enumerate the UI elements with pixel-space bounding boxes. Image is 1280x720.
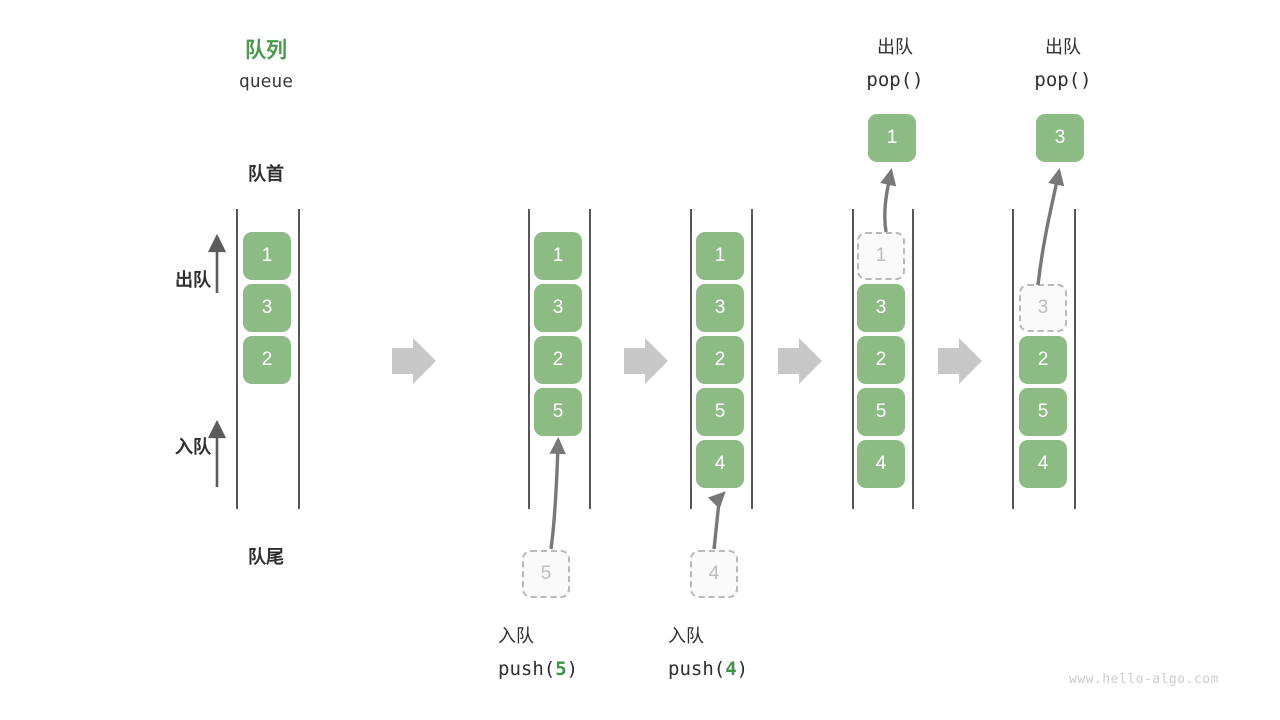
queue-cell: 5 xyxy=(857,388,905,436)
incoming-ghost-cell: 5 xyxy=(522,550,570,598)
stage-2-caption-cn: 入队 xyxy=(498,626,534,646)
push-call-post: ) xyxy=(736,658,749,680)
queue-cell: 2 xyxy=(696,336,744,384)
queue-cell: 5 xyxy=(696,388,744,436)
stage-5-caption-cn: 出队 xyxy=(1045,37,1081,57)
stage-3-caption-mono: push(4) xyxy=(668,658,848,680)
push-call-pre: push( xyxy=(498,658,556,680)
queue-cell: 3 xyxy=(534,284,582,332)
pop-call-post: ) xyxy=(912,69,924,91)
stage-4-caption-mono: pop() xyxy=(820,69,970,91)
queue-cell: 4 xyxy=(857,440,905,488)
stage-2-caption-mono: push(5) xyxy=(498,658,678,680)
flow-arrow-1 xyxy=(392,338,436,384)
popped-ghost-cell: 1 xyxy=(857,232,905,280)
dequeue-direction-label: 出队 xyxy=(175,270,211,290)
queue-cell: 2 xyxy=(857,336,905,384)
stage-3-caption-cn: 入队 xyxy=(668,626,704,646)
push-call-post: ) xyxy=(566,658,579,680)
enqueue-direction-label: 入队 xyxy=(175,437,211,457)
queue-cell: 5 xyxy=(1019,388,1067,436)
rail-left-stage-2 xyxy=(528,209,530,509)
queue-cell: 2 xyxy=(1019,336,1067,384)
rail-right-stage-3 xyxy=(751,209,753,509)
push-call-pre: push( xyxy=(668,658,726,680)
pop-call-pre: pop( xyxy=(866,69,913,91)
front-label: 队首 xyxy=(248,164,284,184)
popped-result-cell: 1 xyxy=(868,114,916,162)
queue-cell: 1 xyxy=(243,232,291,280)
queue-cell: 1 xyxy=(534,232,582,280)
queue-cell: 3 xyxy=(857,284,905,332)
queue-title-cn: 队列 xyxy=(245,39,287,62)
rail-left-stage-5 xyxy=(1012,209,1014,509)
site-watermark: www.hello-algo.com xyxy=(1069,672,1219,687)
pop-call-pre: pop( xyxy=(1034,69,1081,91)
rail-right-stage-4 xyxy=(912,209,914,509)
push-5-arrow xyxy=(549,436,566,550)
rail-right-stage-1 xyxy=(298,209,300,509)
rail-left-stage-4 xyxy=(852,209,854,509)
rail-left-stage-1 xyxy=(236,209,238,509)
queue-cell: 1 xyxy=(696,232,744,280)
queue-cell: 3 xyxy=(243,284,291,332)
stage-5-caption-mono: pop() xyxy=(988,69,1138,91)
queue-title-mono: queue xyxy=(238,71,294,92)
rail-right-stage-2 xyxy=(589,209,591,509)
pop-call-post: ) xyxy=(1080,69,1092,91)
queue-cell-new: 5 xyxy=(534,388,582,436)
rail-right-stage-5 xyxy=(1074,209,1076,509)
incoming-ghost-cell: 4 xyxy=(690,550,738,598)
push-4-arrow xyxy=(707,491,726,550)
push-call-arg: 4 xyxy=(725,658,737,680)
flow-arrow-3 xyxy=(778,338,822,384)
queue-cell: 4 xyxy=(1019,440,1067,488)
queue-cell: 2 xyxy=(243,336,291,384)
queue-cell: 2 xyxy=(534,336,582,384)
stage-4-caption-cn: 出队 xyxy=(877,37,913,57)
queue-cell-new: 4 xyxy=(696,440,744,488)
rail-left-stage-3 xyxy=(690,209,692,509)
flow-arrow-2 xyxy=(624,338,668,384)
popped-result-cell: 3 xyxy=(1036,114,1084,162)
popped-ghost-cell: 3 xyxy=(1019,284,1067,332)
pop-1-arrow xyxy=(880,168,897,233)
push-call-arg: 5 xyxy=(555,658,567,680)
flow-arrow-4 xyxy=(938,338,982,384)
pop-3-arrow xyxy=(1036,168,1065,286)
rear-label: 队尾 xyxy=(248,547,284,567)
queue-cell: 3 xyxy=(696,284,744,332)
